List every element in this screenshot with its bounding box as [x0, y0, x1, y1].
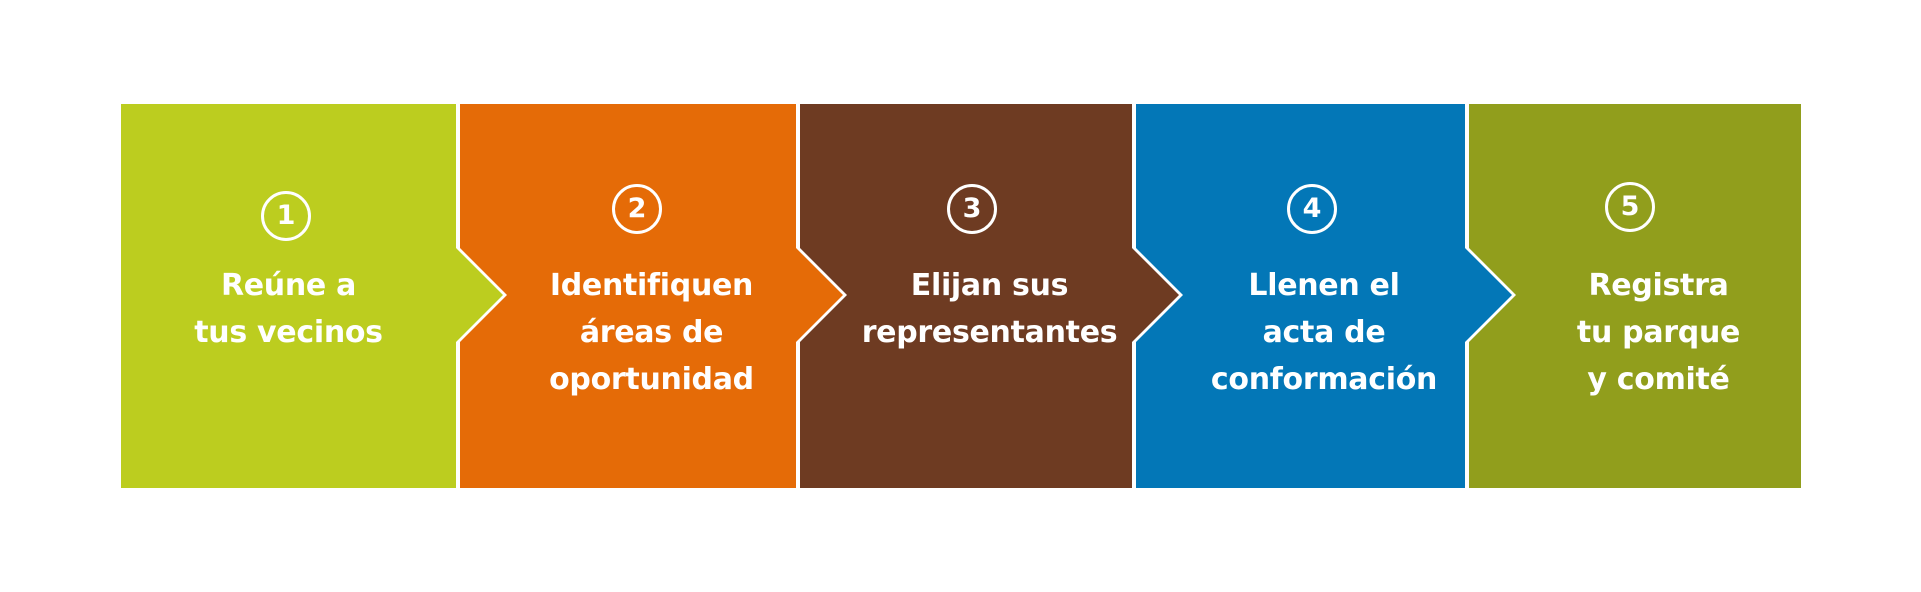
- step-label: Reúne a tus vecinos: [121, 262, 456, 356]
- step-label-line: y comité: [1587, 362, 1730, 397]
- step-label: Registra tu parque y comité: [1516, 262, 1801, 403]
- step-label-line: acta de: [1262, 315, 1386, 350]
- step-label-line: oportunidad: [549, 362, 754, 397]
- step-label-line: Identifiquen: [549, 268, 754, 303]
- step-4-shape: [1136, 104, 1512, 488]
- step-3-shape: [800, 104, 1179, 488]
- step-label-line: áreas de: [579, 315, 724, 350]
- step-label-line: tus vecinos: [194, 315, 383, 350]
- step-number-badge: 4: [1287, 184, 1337, 234]
- step-label-line: representantes: [861, 315, 1118, 350]
- step-2: 2 Identifiquen áreas de oportunidad: [507, 104, 796, 488]
- step-5-shape: [1469, 104, 1801, 488]
- step-label-line: tu parque: [1576, 315, 1741, 350]
- step-label-line: Llenen el: [1248, 268, 1400, 303]
- step-label-line: Registra: [1588, 268, 1729, 303]
- step-number-badge: 1: [261, 191, 311, 241]
- step-number-badge: 2: [612, 184, 662, 234]
- step-4: 4 Llenen el acta de conformación: [1183, 104, 1465, 488]
- step-2-shape: [460, 104, 843, 488]
- step-label-line: conformación: [1210, 362, 1438, 397]
- step-number-badge: 3: [947, 184, 997, 234]
- step-3: 3 Elijan sus representantes: [847, 104, 1132, 488]
- step-label: Llenen el acta de conformación: [1183, 262, 1465, 403]
- step-label: Identifiquen áreas de oportunidad: [507, 262, 796, 403]
- step-1-shape: [121, 104, 503, 488]
- step-1: 1 Reúne a tus vecinos: [121, 104, 456, 488]
- step-label: Elijan sus representantes: [847, 262, 1132, 356]
- step-label-line: Reúne a: [220, 268, 357, 303]
- step-5: 5 Registra tu parque y comité: [1516, 104, 1801, 488]
- step-label-line: Elijan sus: [910, 268, 1069, 303]
- step-number-badge: 5: [1605, 182, 1655, 232]
